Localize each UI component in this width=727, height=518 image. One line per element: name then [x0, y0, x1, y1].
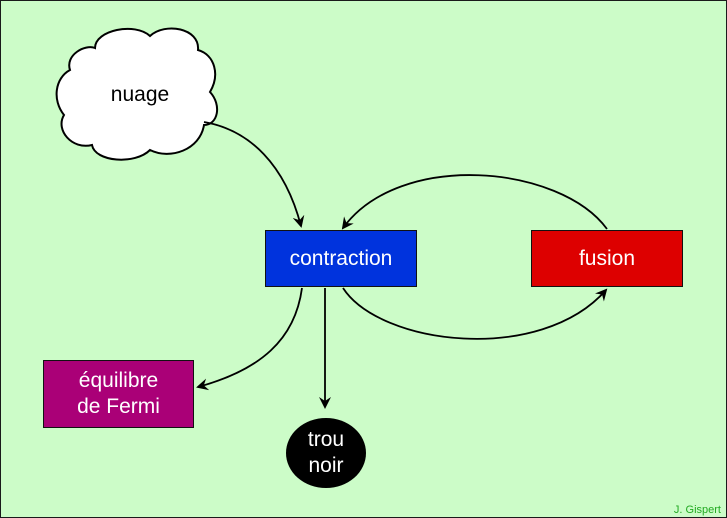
node-contraction: contraction	[265, 230, 417, 287]
node-trou-noir: trou noir	[286, 418, 366, 488]
node-equilibre-de-fermi: équilibre de Fermi	[43, 360, 194, 428]
edge-fusion-contraction	[341, 174, 608, 230]
edge-contraction-fusion	[342, 287, 608, 340]
node-contraction-label: contraction	[289, 246, 393, 270]
node-trou-label-line2: noir	[308, 454, 344, 477]
author-credit: J. Gispert	[673, 504, 721, 516]
edge-nuage-contraction	[203, 121, 305, 228]
edge-contraction-fermi	[196, 287, 303, 391]
node-fusion-label: fusion	[578, 246, 636, 270]
node-trou-label-line1: trou	[307, 428, 345, 451]
node-nuage-label: nuage	[110, 83, 170, 106]
node-fermi-label-line1: équilibre	[78, 369, 159, 392]
node-fusion: fusion	[531, 230, 683, 287]
cloud-shape	[55, 27, 219, 161]
node-fermi-label-line2: de Fermi	[77, 395, 160, 418]
